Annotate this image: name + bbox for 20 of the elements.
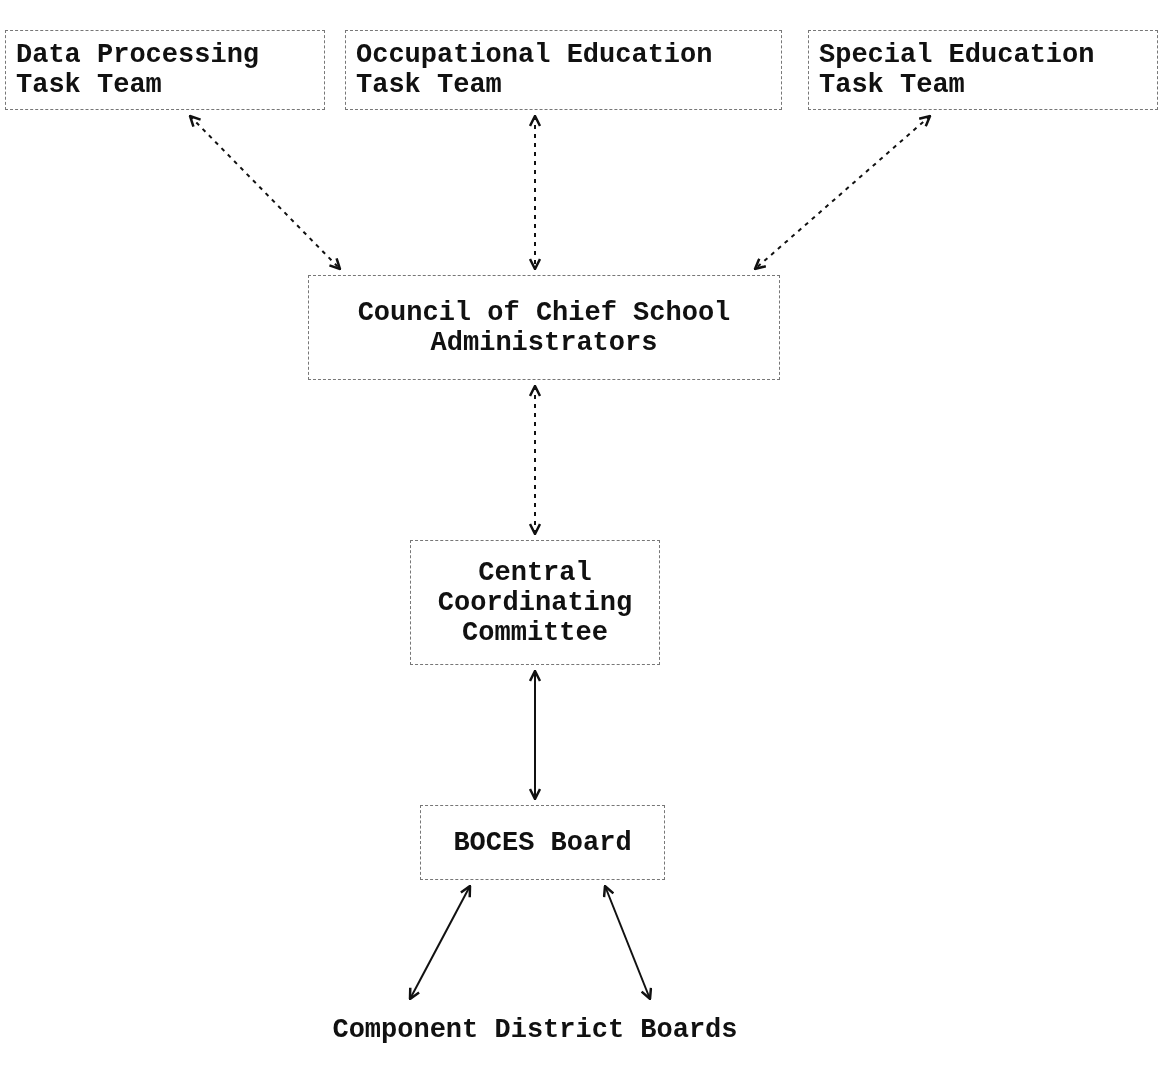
process-box <box>345 30 782 110</box>
double-arrow <box>408 884 472 1001</box>
process-box <box>808 30 1158 110</box>
double-arrow <box>753 114 932 271</box>
node-label: Component District Boards <box>331 1015 739 1045</box>
process-box <box>420 805 665 880</box>
double-arrow <box>188 114 342 271</box>
double-arrow <box>528 114 542 271</box>
node-label: BOCES Board <box>452 827 633 858</box>
node-label: Council of Chief School Administrators <box>356 297 732 358</box>
node-label: Occupational Education Task Team <box>356 40 714 100</box>
process-box <box>5 30 325 110</box>
process-box <box>410 540 660 665</box>
node-label: Special Education Task Team <box>819 40 1096 100</box>
double-arrow <box>602 884 653 1001</box>
double-arrow <box>528 669 542 801</box>
double-arrow <box>528 384 542 536</box>
node-label: Data Processing Task Team <box>16 40 261 100</box>
node-label: Central Coordinating Committee <box>436 557 634 648</box>
process-box <box>308 275 780 380</box>
